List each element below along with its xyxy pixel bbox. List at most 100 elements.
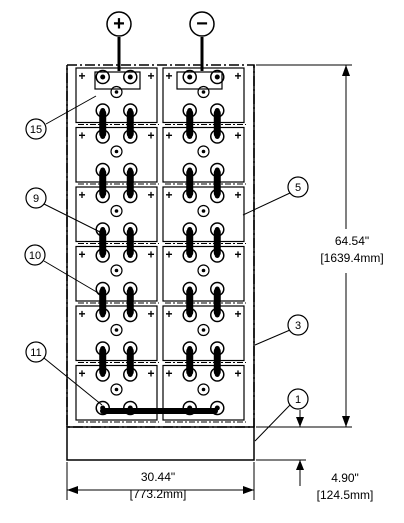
- intercell-strap: [126, 109, 134, 138]
- battery-cell: ++: [75, 245, 159, 304]
- negative-terminal-label: −: [196, 13, 208, 35]
- cell-plus-mark: +: [147, 307, 154, 321]
- intercell-strap: [213, 109, 221, 138]
- height-dimension: 64.54" [1639.4mm]: [256, 64, 384, 428]
- terminal-post-center: [100, 74, 106, 80]
- cell-plus-mark: +: [234, 69, 241, 83]
- intercell-strap: [126, 169, 134, 197]
- positive-terminal: +: [106, 11, 132, 71]
- vent-cap-center: [201, 268, 206, 273]
- terminal-post-center: [214, 74, 220, 80]
- battery-cells: ++++++++++++++++++++++++: [75, 67, 246, 423]
- callout-9: 9: [25, 187, 101, 233]
- rack-frame: [66, 64, 255, 428]
- cell-plus-mark: +: [78, 188, 85, 202]
- cell-plus-mark: +: [78, 129, 85, 143]
- intercell-strap: [99, 169, 107, 197]
- battery-cell: ++: [75, 305, 159, 363]
- negative-terminal: −: [189, 11, 215, 71]
- positive-terminal-label: +: [113, 13, 125, 35]
- callout-1-label: 1: [295, 394, 301, 406]
- vent-cap-center: [201, 90, 206, 94]
- intercell-strap: [213, 228, 221, 257]
- cell-plus-mark: +: [147, 367, 154, 381]
- callout-11: 11: [25, 341, 103, 406]
- height-in-label: 64.54": [335, 234, 369, 248]
- callout-3: 3: [254, 314, 309, 346]
- intercell-strap: [186, 169, 194, 197]
- battery-cell: ++: [162, 126, 246, 185]
- cell-case: [75, 126, 158, 183]
- base-in-label: 4.90": [331, 471, 359, 485]
- callout-15: 15: [25, 95, 97, 140]
- cell-plus-mark: +: [234, 307, 241, 321]
- intercell-strap: [186, 228, 194, 257]
- width-in-label: 30.44": [141, 470, 175, 484]
- cell-plus-mark: +: [165, 307, 172, 321]
- intercell-strap: [99, 288, 107, 316]
- vent-cap-center: [114, 209, 119, 213]
- top-terminal-box: [94, 71, 141, 90]
- battery-cell: ++: [162, 305, 246, 363]
- intercell-connectors: [94, 71, 223, 414]
- cell-plus-mark: +: [147, 69, 154, 83]
- cell-plus-mark: +: [234, 367, 241, 381]
- cell-plus-mark: +: [165, 248, 172, 262]
- vent-cap-center: [201, 149, 206, 154]
- callout-3-label: 3: [295, 320, 301, 332]
- series-bar: [100, 408, 218, 414]
- vent-cap-center: [201, 387, 206, 392]
- callout-10-label: 10: [29, 250, 41, 262]
- vent-cap-center: [201, 209, 206, 213]
- base-dimension: 4.90" [124.5mm]: [256, 410, 373, 502]
- cell-plus-mark: +: [78, 69, 85, 83]
- terminal-post-center: [187, 74, 193, 80]
- intercell-strap: [186, 109, 194, 138]
- callout-9-label: 9: [33, 193, 39, 205]
- cell-plus-mark: +: [147, 248, 154, 262]
- intercell-strap: [186, 288, 194, 316]
- battery-cell: ++: [162, 67, 246, 125]
- callout-1: 1: [254, 388, 309, 442]
- intercell-strap: [213, 169, 221, 197]
- cell-plus-mark: +: [147, 188, 154, 202]
- cell-plus-mark: +: [147, 129, 154, 143]
- cell-plus-mark: +: [234, 129, 241, 143]
- intercell-strap: [126, 228, 134, 257]
- intercell-strap: [99, 347, 107, 376]
- intercell-strap: [126, 288, 134, 316]
- cell-plus-mark: +: [78, 248, 85, 262]
- vent-cap-center: [114, 328, 119, 332]
- height-mm-label: [1639.4mm]: [320, 251, 383, 265]
- callout-5: 5: [242, 176, 309, 216]
- intercell-strap: [99, 109, 107, 138]
- cell-plus-mark: +: [78, 307, 85, 321]
- cell-plus-mark: +: [165, 69, 172, 83]
- cell-plus-mark: +: [165, 129, 172, 143]
- battery-cell: ++: [162, 245, 246, 304]
- intercell-strap: [213, 288, 221, 316]
- battery-cell: ++: [162, 186, 246, 244]
- cell-plus-mark: +: [165, 367, 172, 381]
- base-mm-label: [124.5mm]: [317, 488, 374, 502]
- rack-base: [66, 426, 255, 461]
- top-terminal-box: [176, 71, 223, 90]
- width-dimension: 30.44" [773.2mm]: [66, 462, 255, 501]
- cell-plus-mark: +: [234, 248, 241, 262]
- battery-cell: ++: [75, 67, 159, 125]
- vent-cap-center: [114, 387, 119, 392]
- battery-cell: ++: [75, 186, 159, 244]
- callout-15-label: 15: [30, 124, 42, 136]
- vent-cap-center: [114, 149, 119, 154]
- callout-11-label: 11: [30, 347, 41, 359]
- intercell-strap: [126, 347, 134, 376]
- intercell-strap: [213, 347, 221, 376]
- battery-cell: ++: [75, 126, 159, 185]
- vent-cap-center: [114, 90, 119, 94]
- callout-5-label: 5: [295, 182, 301, 194]
- vent-cap-center: [201, 328, 206, 332]
- intercell-strap: [99, 228, 107, 257]
- terminal-post-center: [127, 74, 133, 80]
